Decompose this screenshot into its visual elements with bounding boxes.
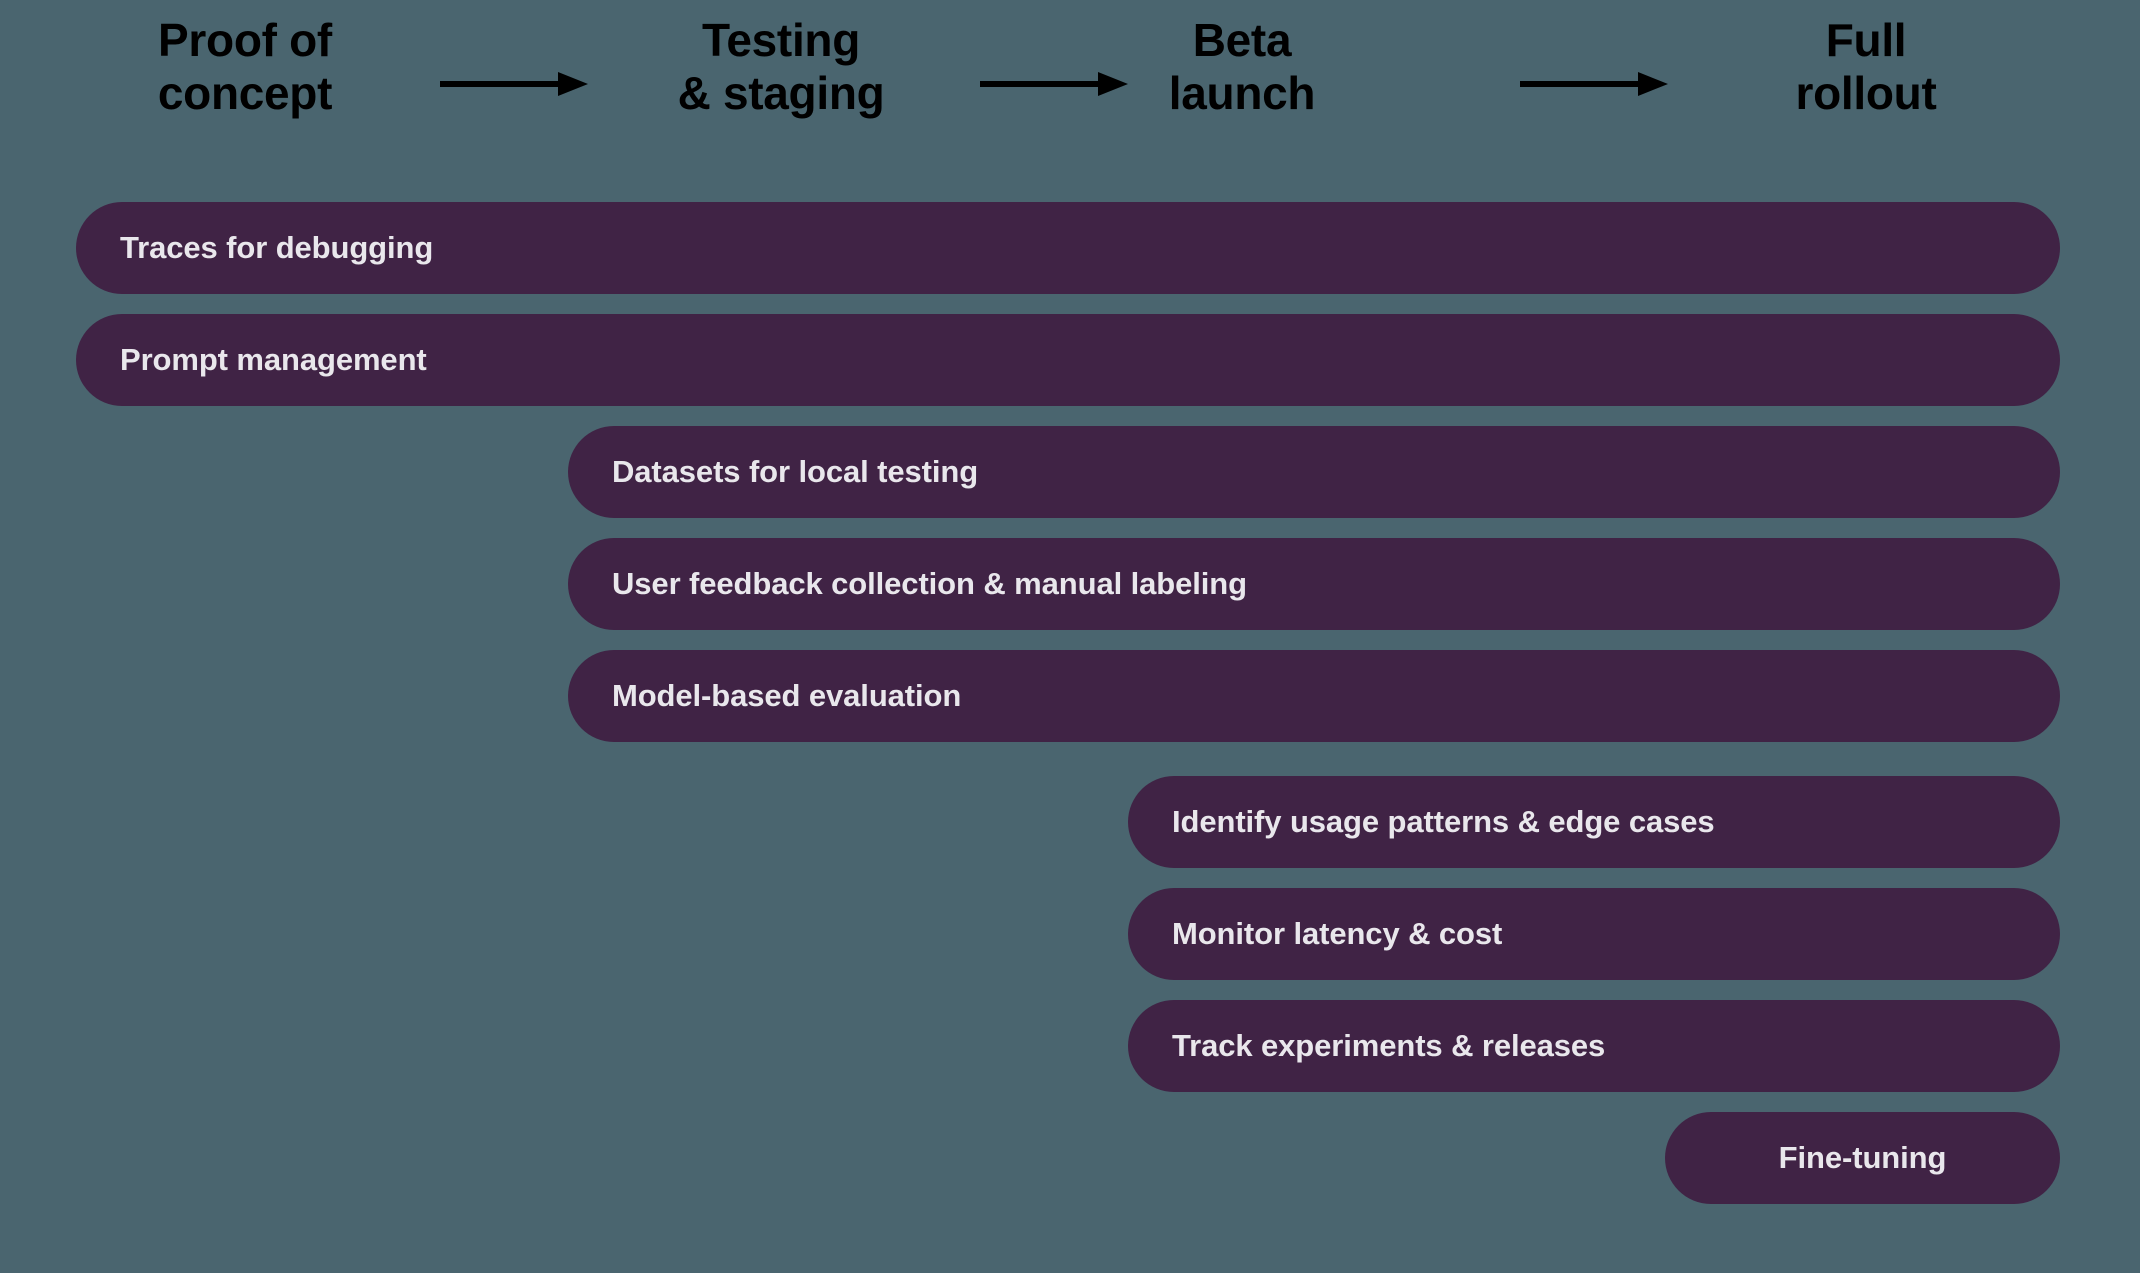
- capability-label: Traces for debugging: [120, 230, 434, 265]
- arrow-beta-to-rollout-icon: [1520, 68, 1668, 100]
- capability-label: User feedback collection & manual labeli…: [612, 566, 1247, 601]
- capability-pill[interactable]: User feedback collection & manual labeli…: [568, 538, 2060, 630]
- capability-pill[interactable]: Datasets for local testing: [568, 426, 2060, 518]
- capability-label: Monitor latency & cost: [1172, 916, 1503, 951]
- arrow-poc-to-testing-icon: [440, 68, 588, 100]
- capability-pill[interactable]: Track experiments & releases: [1128, 1000, 2060, 1092]
- capability-label: Track experiments & releases: [1172, 1028, 1606, 1063]
- capability-label: Datasets for local testing: [612, 454, 979, 489]
- phase-header-testing-and-staging: Testing & staging: [677, 14, 885, 119]
- capability-pill[interactable]: Traces for debugging: [76, 202, 2060, 294]
- capability-label: Identify usage patterns & edge cases: [1172, 804, 1715, 839]
- capability-label: Prompt management: [120, 342, 427, 377]
- capability-label: Model-based evaluation: [612, 678, 962, 713]
- phase-header-beta-launch: Beta launch: [1168, 14, 1316, 119]
- capability-pill[interactable]: Prompt management: [76, 314, 2060, 406]
- arrow-testing-to-beta-icon: [980, 68, 1128, 100]
- capability-label: Fine-tuning: [1778, 1140, 1947, 1175]
- phase-header-proof-of-concept: Proof of concept: [157, 14, 333, 119]
- capability-pill[interactable]: Identify usage patterns & edge cases: [1128, 776, 2060, 868]
- phase-header-full-rollout: Full rollout: [1795, 14, 1937, 119]
- capability-pill[interactable]: Model-based evaluation: [568, 650, 2060, 742]
- capability-pill[interactable]: Monitor latency & cost: [1128, 888, 2060, 980]
- capability-pill[interactable]: Fine-tuning: [1665, 1112, 2060, 1204]
